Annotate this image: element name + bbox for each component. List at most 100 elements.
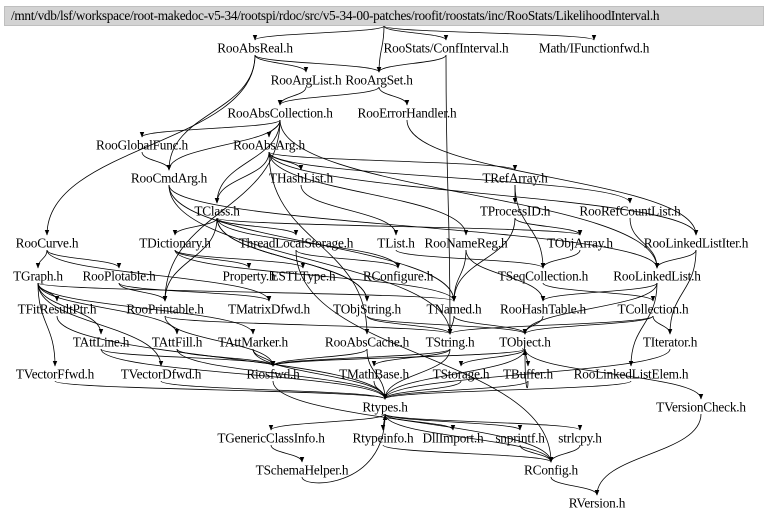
root-file-node[interactable]: /mnt/vdb/lsf/workspace/root-makedoc-v5-3… <box>4 6 764 26</box>
edge-rooerrorhandler-to-roolinkedlistiter <box>406 119 699 236</box>
node-rooabscache[interactable]: RooAbsCache.h <box>324 334 410 350</box>
node-roonamereg[interactable]: RooNameReg.h <box>424 235 508 251</box>
edge-tgraph-to-tattmarker <box>37 282 256 335</box>
edge-roocurve-to-rooplotable <box>46 249 122 269</box>
node-tclass[interactable]: TClass.h <box>194 203 240 219</box>
edge-tprocessid-to-tnamed <box>451 217 516 302</box>
edge-roocmdarg-to-tnamed <box>168 184 457 302</box>
node-tprocessid[interactable]: TProcessID.h <box>479 203 551 219</box>
edge-tcollection-to-tstring <box>447 315 654 335</box>
edge-rooabscollection-to-roolinkedlist <box>279 119 660 269</box>
node-ifunctionfwd[interactable]: Math/IFunctionfwd.h <box>538 40 650 56</box>
node-tobject[interactable]: TObject.h <box>499 334 551 350</box>
node-rooprintable[interactable]: RooPrintable.h <box>126 301 204 317</box>
node-tgenericclassinfo[interactable]: TGenericClassInfo.h <box>217 430 325 446</box>
node-tobjarray[interactable]: TObjArray.h <box>547 235 613 251</box>
node-titerator[interactable]: TIterator.h <box>642 334 698 350</box>
node-confinterval[interactable]: RooStats/ConfInterval.h <box>383 40 509 56</box>
node-rooglobalfunc[interactable]: RooGlobalFunc.h <box>96 137 188 153</box>
node-tbuffer[interactable]: TBuffer.h <box>502 366 554 382</box>
node-rtypes[interactable]: Rtypes.h <box>362 399 408 415</box>
node-rconfigure[interactable]: RConfigure.h <box>362 268 434 284</box>
node-tstring[interactable]: TString.h <box>425 334 475 350</box>
node-rooargset[interactable]: RooArgSet.h <box>345 72 413 88</box>
edge-rooabscollection-to-rooprintable <box>162 119 281 302</box>
node-tstorage[interactable]: TStorage.h <box>432 366 490 382</box>
edge-tattfill-to-riosfwd <box>176 348 276 367</box>
node-tmatrixdfwd[interactable]: TMatrixDfwd.h <box>228 301 310 317</box>
edge-root-to-rooabsreal <box>252 25 385 41</box>
node-rooerrorhandler[interactable]: RooErrorHandler.h <box>357 105 457 121</box>
edge-roocmdarg-to-tstring <box>168 184 453 335</box>
node-estltype[interactable]: ESTLType.h <box>270 268 336 284</box>
node-thashlist[interactable]: THashList.h <box>269 170 333 186</box>
node-tversioncheck[interactable]: TVersionCheck.h <box>656 399 746 415</box>
edge-rooabsreal-to-rooargset <box>254 54 382 73</box>
edge-tclass-to-tdictionary <box>172 217 218 236</box>
node-roohashtable[interactable]: RooHashTable.h <box>499 301 587 317</box>
edge-tgraph-to-tvectorffwd <box>37 282 58 367</box>
edge-rooabscache-to-riosfwd <box>270 348 368 367</box>
node-tlist[interactable]: TList.h <box>377 235 415 251</box>
edge-tnamed-to-tobject <box>453 315 528 335</box>
node-threadlocalstorage[interactable]: ThreadLocalStorage.h <box>238 235 354 251</box>
edge-rooabsreal-to-roocurve <box>44 54 256 236</box>
node-tdictionary[interactable]: TDictionary.h <box>139 235 211 251</box>
edge-roohashtable-to-tobject <box>522 315 544 335</box>
node-roocurve[interactable]: RooCurve.h <box>15 235 79 251</box>
node-tattline[interactable]: TAttLine.h <box>72 334 130 350</box>
node-tmathbase[interactable]: TMathBase.h <box>339 366 409 382</box>
node-strlcpy[interactable]: strlcpy.h <box>558 430 602 446</box>
edge-tattmarker-to-rtypes <box>252 348 388 400</box>
node-tfitresultptr[interactable]: TFitResultPtr.h <box>17 301 97 317</box>
node-tschemahelper[interactable]: TSchemaHelper.h <box>255 462 349 478</box>
edge-tstring-to-riosfwd <box>270 348 451 367</box>
node-tgraph[interactable]: TGraph.h <box>13 268 63 284</box>
node-property[interactable]: Property.h <box>222 268 276 284</box>
node-tobjstring[interactable]: TObjString.h <box>333 301 401 317</box>
node-rooabsarg[interactable]: RooAbsArg.h <box>233 137 305 153</box>
edge-rooabsarg-to-roonamereg <box>268 151 469 236</box>
node-roocmdarg[interactable]: RooCmdArg.h <box>130 170 208 186</box>
node-roolinkedlistiter[interactable]: RooLinkedListIter.h <box>643 235 749 251</box>
node-rooabsreal[interactable]: RooAbsReal.h <box>217 40 293 56</box>
edge-tbuffer-to-tobject <box>522 349 529 389</box>
edge-rtypes-to-rconfig <box>384 413 554 463</box>
edge-tobject-to-tversioncheck <box>524 348 704 400</box>
edge-tgraph-to-tattline <box>37 282 104 335</box>
node-dllimport[interactable]: DllImport.h <box>422 430 484 446</box>
node-roolinkedlistelem[interactable]: RooLinkedListElem.h <box>573 366 689 382</box>
node-rtypeinfo[interactable]: Rtypeinfo.h <box>352 430 414 446</box>
node-trefarray[interactable]: TRefArray.h <box>482 170 548 186</box>
edge-tobjstring-to-tobject <box>366 315 528 335</box>
edge-tcollection-to-titerator <box>652 315 673 335</box>
edge-thashlist-to-tlist <box>300 184 399 236</box>
edge-rooabscollection-to-rooglobalfunc <box>139 119 281 138</box>
edge-tobject-to-rtypes <box>382 348 526 400</box>
node-tnamed[interactable]: TNamed.h <box>426 301 482 317</box>
edge-rooargset-to-rooabscollection <box>277 86 380 106</box>
node-tattmarker[interactable]: TAttMarker.h <box>217 334 289 350</box>
edge-rooabsarg-to-tclass <box>214 151 270 204</box>
edge-root-to-ifunctionfwd <box>383 25 597 41</box>
node-snprintf[interactable]: snprintf.h <box>495 430 545 446</box>
node-tvectorffwd[interactable]: TVectorFfwd.h <box>15 366 95 382</box>
node-rooabscollection[interactable]: RooAbsCollection.h <box>227 105 333 121</box>
edge-rooabscollection-to-tclass <box>214 119 281 204</box>
node-rooarglist[interactable]: RooArgList.h <box>270 72 342 88</box>
node-tvectordfwd[interactable]: TVectorDfwd.h <box>120 366 202 382</box>
edge-tgraph-to-tfitresultptr <box>37 282 60 302</box>
node-tattfill[interactable]: TAttFill.h <box>151 334 203 350</box>
edge-roolinkedlist-to-roohashtable <box>540 282 658 302</box>
node-rconfig[interactable]: RConfig.h <box>524 462 578 478</box>
node-tseqcollection[interactable]: TSeqCollection.h <box>497 268 589 284</box>
node-roolinkedlist[interactable]: RooLinkedList.h <box>613 268 701 284</box>
node-rooplotable[interactable]: RooPlotable.h <box>82 268 156 284</box>
node-roorefcountlist[interactable]: RooRefCountList.h <box>579 203 681 219</box>
edge-trefarray-to-tseqcollection <box>514 184 546 269</box>
node-rversion[interactable]: RVersion.h <box>568 495 626 511</box>
node-tcollection[interactable]: TCollection.h <box>617 301 689 317</box>
edge-root-to-rooargset <box>376 25 385 73</box>
node-riosfwd[interactable]: Riosfwd.h <box>246 366 300 382</box>
